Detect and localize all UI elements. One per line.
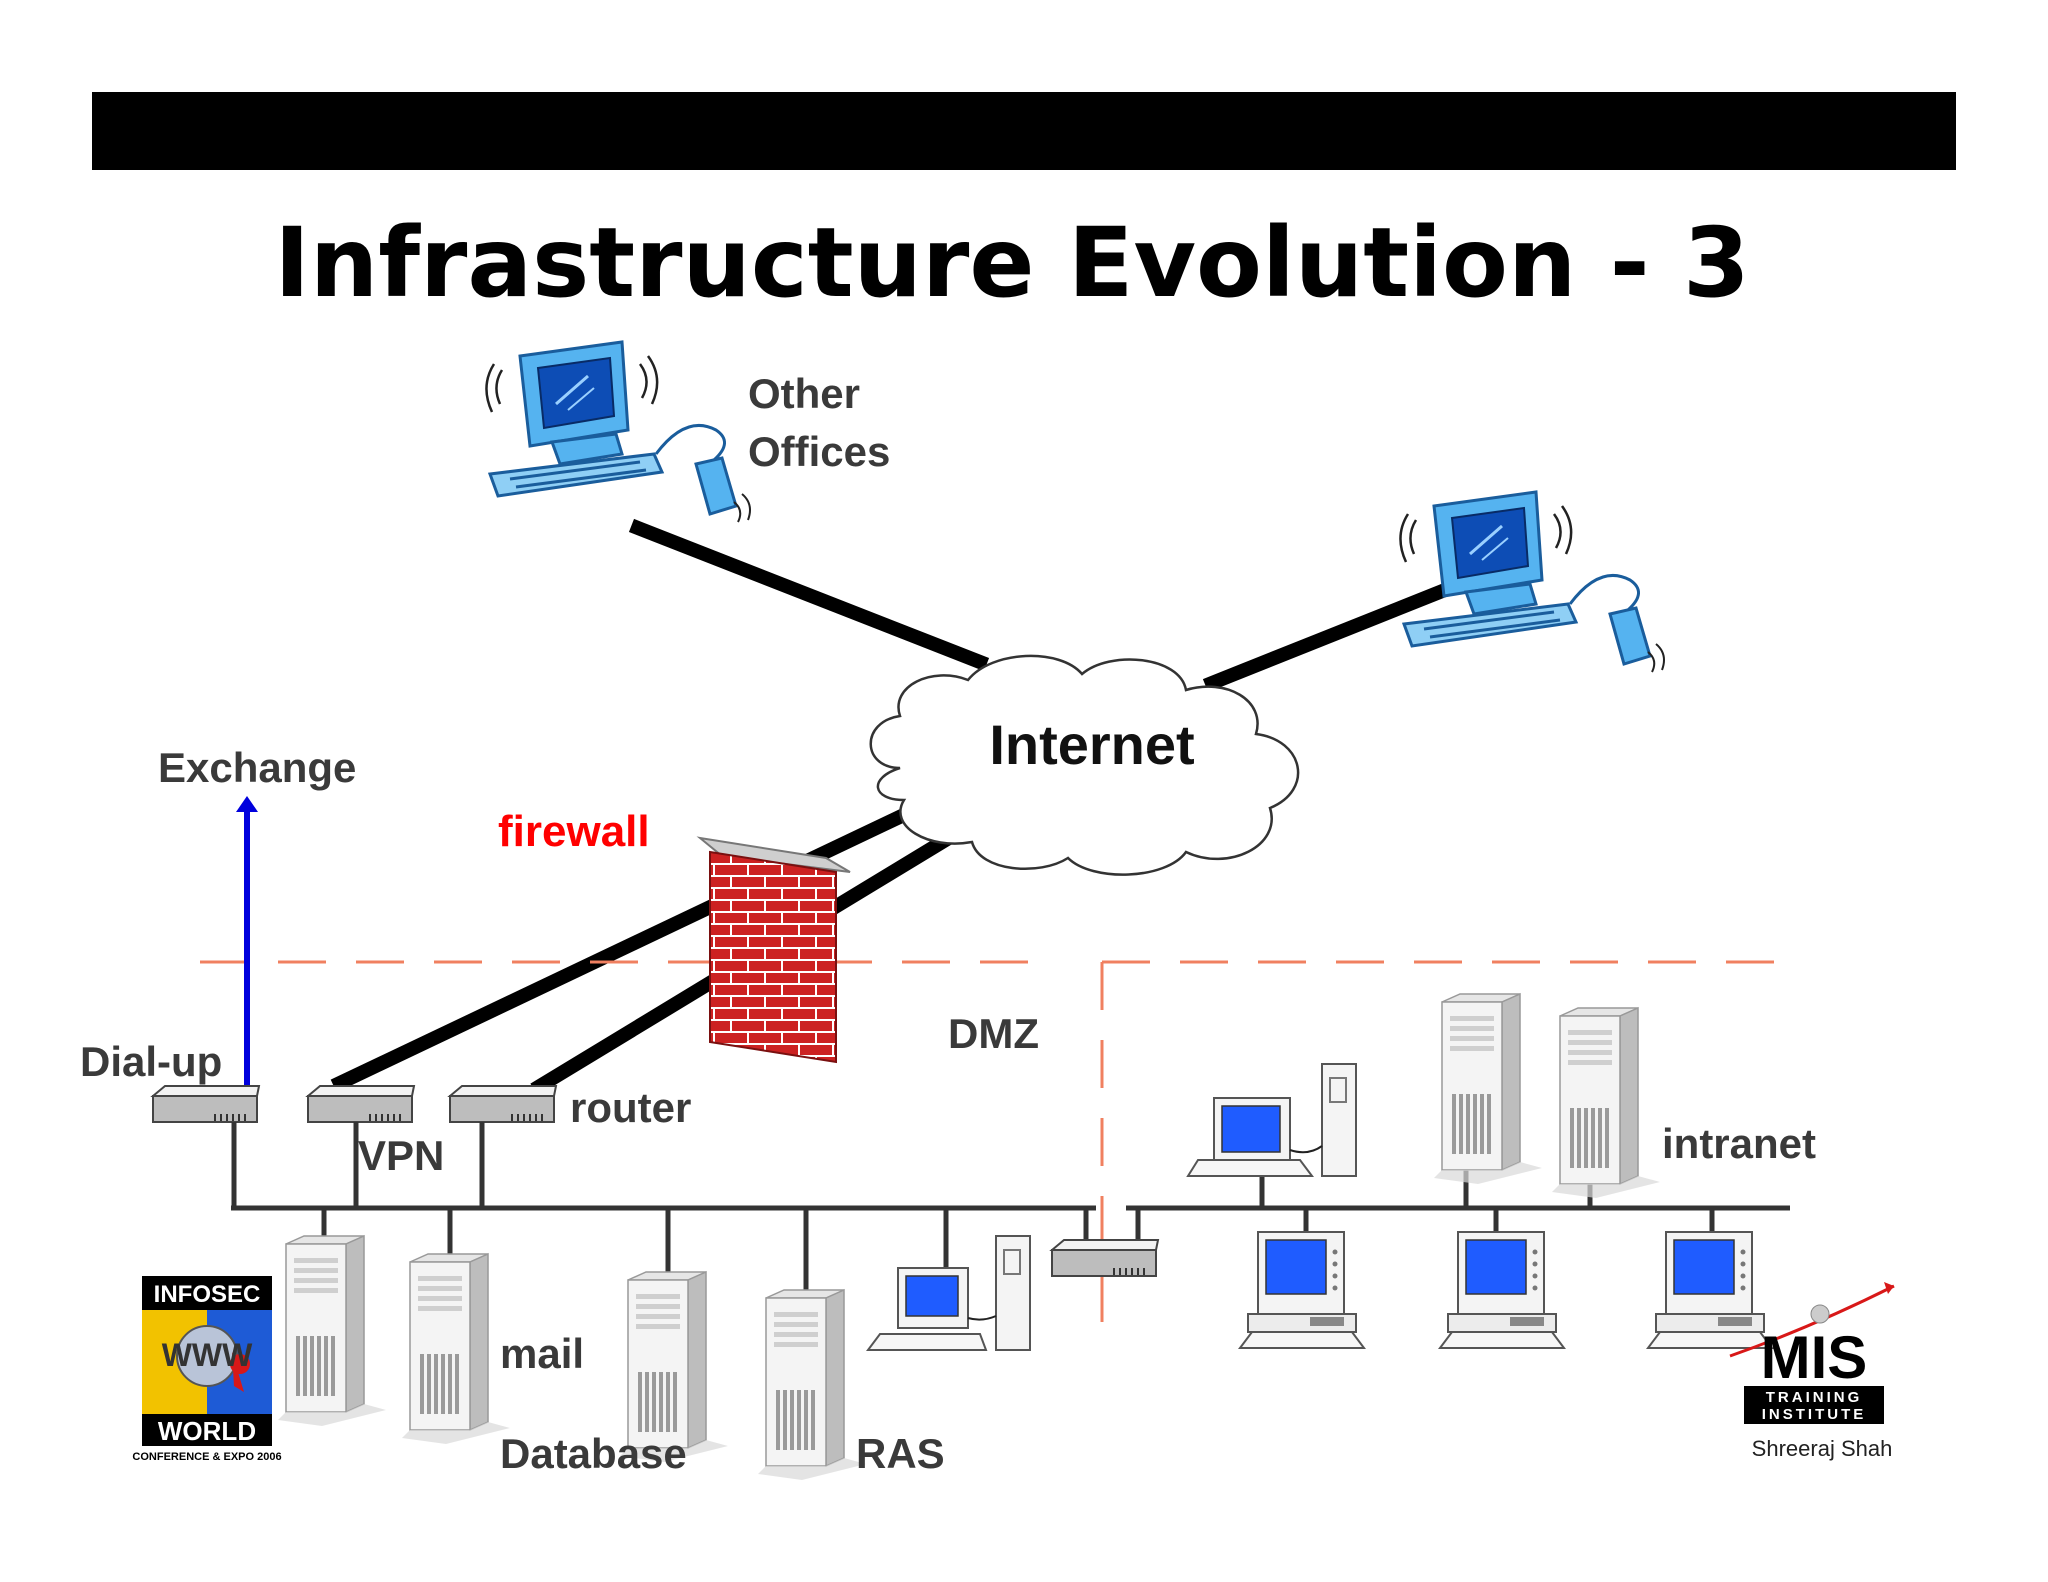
vpn-router-icon	[307, 1085, 415, 1123]
intranet-workstation-icon-3	[1647, 1231, 1773, 1349]
internet-cloud	[869, 654, 1300, 876]
ras-label: RAS	[856, 1430, 945, 1477]
dial-up-label: Dial-up	[80, 1038, 222, 1085]
dmz-boundary	[200, 960, 1800, 1350]
infosec-logo-top: INFOSEC	[154, 1281, 261, 1308]
mail-label: mail	[500, 1330, 584, 1377]
remote-computer-icon	[1398, 490, 1666, 674]
mis-logo-main: MIS	[1761, 1324, 1868, 1391]
mis-logo-line2: INSTITUTE	[1762, 1406, 1867, 1423]
dmz-label: DMZ	[948, 1010, 1039, 1057]
intranet-admin-workstation-icon	[1186, 1063, 1357, 1177]
other-office-computer-icon	[484, 340, 752, 524]
internet-label: Internet	[989, 713, 1194, 776]
infosec-logo-mid: WWW	[162, 1337, 253, 1373]
firewall-icon	[696, 836, 851, 1064]
exchange-label: Exchange	[158, 744, 356, 791]
mail-server-icon	[401, 1253, 511, 1445]
database-label: Database	[500, 1430, 687, 1477]
lan-backbone	[231, 1122, 1790, 1294]
infosec-world-logo: INFOSEC WWW WORLD CONFERENCE & EXPO 2006	[132, 1276, 282, 1463]
other-offices-label-line2: Offices	[748, 428, 890, 475]
firewall-label: firewall	[498, 807, 650, 856]
other-offices-label-line1: Other	[748, 370, 860, 417]
router-label: router	[570, 1084, 691, 1131]
intranet-server-icon-2	[1551, 1007, 1661, 1199]
exchange-arrow	[236, 796, 258, 1088]
ras-server-icon	[757, 1289, 867, 1481]
edge-router-icon	[449, 1085, 557, 1123]
internal-router-icon	[1051, 1239, 1159, 1277]
dial-up-router-icon	[152, 1085, 260, 1123]
intranet-workstation-icon-2	[1439, 1231, 1565, 1349]
header-bar	[92, 92, 1956, 170]
dmz-server-icon	[277, 1235, 387, 1427]
author-label: Shreeraj Shah	[1752, 1436, 1893, 1461]
intranet-server-icon-1	[1433, 993, 1543, 1185]
infosec-logo-sub: CONFERENCE & EXPO 2006	[132, 1451, 281, 1463]
intranet-label: intranet	[1662, 1120, 1816, 1167]
intranet-workstation-icon-1	[1239, 1231, 1365, 1349]
vpn-label: VPN	[358, 1132, 444, 1179]
slide-title: Infrastructure Evolution - 3	[274, 207, 1750, 319]
mis-logo-line1: TRAINING	[1766, 1389, 1863, 1406]
dmz-workstation-icon	[866, 1235, 1031, 1351]
mis-training-logo: MIS TRAINING INSTITUTE Shreeraj Shah	[1729, 1282, 1895, 1461]
infosec-logo-bottom: WORLD	[158, 1416, 256, 1446]
